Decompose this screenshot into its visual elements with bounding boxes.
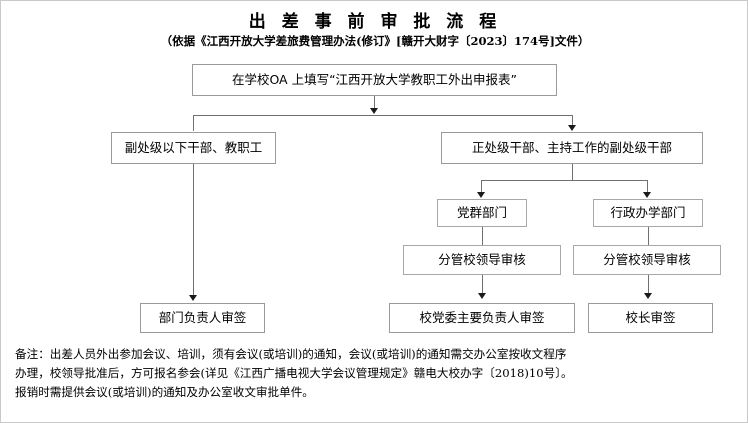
arrowhead-final-party <box>478 293 486 299</box>
page-title: 出 差 事 前 审 批 流 程 <box>248 12 502 32</box>
flow-node-review-admin: 分管校领导审核 <box>573 245 721 275</box>
arrowhead-dept-party <box>477 192 485 198</box>
connector-review-admin-drop <box>648 275 649 295</box>
arrowhead-left-final <box>189 295 197 301</box>
connector-dept-party-drop <box>481 180 482 194</box>
arrowhead-final-admin <box>644 293 652 299</box>
connector-party-to-review <box>482 227 483 245</box>
flow-node-start: 在学校OA 上填写“江西开放大学教职工外出申报表” <box>192 64 557 96</box>
flow-node-left-final: 部门负责人审签 <box>140 303 265 333</box>
flow-node-dept-admin: 行政办学部门 <box>593 199 703 227</box>
arrowhead-start-stem <box>370 108 378 114</box>
connector-dept-admin-drop <box>647 180 648 194</box>
flow-node-dept-party: 党群部门 <box>437 199 527 227</box>
connector-split-right-drop <box>572 115 573 127</box>
footnote-line-2: 办理，校领导批准后，方可报名参会(详见《江西广播电视大学会议管理规定》赣电大校办… <box>15 365 573 380</box>
page-subtitle: （依据《江西开放大学差旅费管理办法(修订》[赣开大财字〔2023〕174号]文件… <box>160 34 590 48</box>
flow-node-branch-left: 副处级以下干部、教职工 <box>111 132 276 164</box>
flow-node-review-party: 分管校领导审核 <box>403 245 561 275</box>
arrowhead-branch-right <box>568 125 576 131</box>
flow-node-final-admin: 校长审签 <box>588 303 713 333</box>
flow-node-branch-right: 正处级干部、主持工作的副处级干部 <box>441 132 703 164</box>
connector-start-stem <box>374 96 375 110</box>
connector-split-left-drop <box>193 115 194 131</box>
connector-admin-to-review <box>648 227 649 245</box>
arrowhead-dept-admin <box>643 192 651 198</box>
footnote-line-3: 报销时需提供会议(或培训)的通知及办公室收文审批单件。 <box>15 384 314 399</box>
footnote-line-1: 备注：出差人员外出参加会议、培训，须有会议(或培训)的通知，会议(或培训)的通知… <box>15 347 567 361</box>
connector-right-stem <box>572 164 573 180</box>
flow-node-final-party: 校党委主要负责人审签 <box>389 303 575 333</box>
connector-left-long-drop <box>193 164 194 297</box>
connector-review-party-drop <box>482 275 483 295</box>
connector-dept-split-bar <box>481 180 647 181</box>
footnote-block: 备注：出差人员外出参加会议、培训，须有会议(或培训)的通知，会议(或培训)的通知… <box>15 345 737 401</box>
connector-split-bar <box>193 115 573 116</box>
